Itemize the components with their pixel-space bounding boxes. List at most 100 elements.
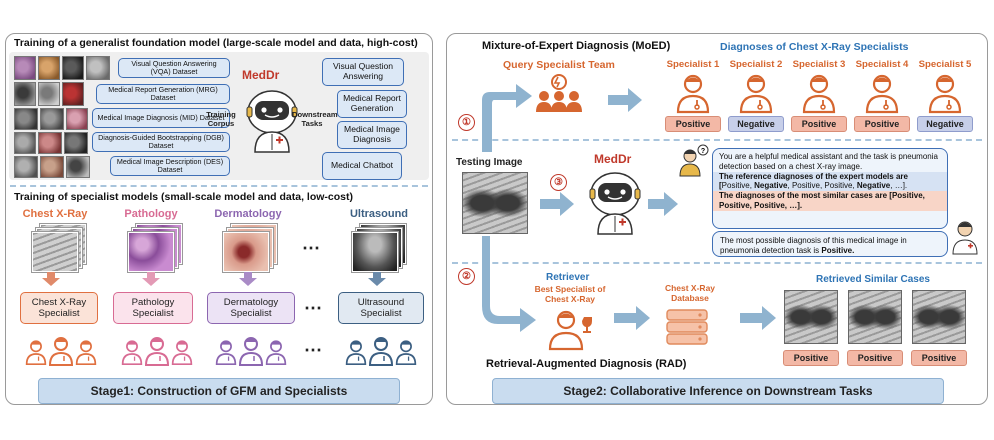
meddr-robot-left-icon [246,90,298,153]
retriever-label: Retriever [546,272,590,283]
retrieved-case-1-image [784,290,838,344]
doctor-group-1-icon [121,337,193,366]
dataset-thumbnail [14,82,36,106]
spec-label-dermatology: Dermatology [214,208,282,220]
dataset-thumbnail [38,132,62,154]
svg-text:?: ? [701,148,705,155]
specialist-1-result: Positive [665,116,721,132]
dataset-thumbnail [14,56,36,80]
prompt-expert-list: Positive, Negative, Positive, Positive, … [722,181,895,190]
specialist-3-result: Positive [791,116,847,132]
database-icon [666,309,708,345]
answer-text: The most possible diagnosis of this medi… [720,236,907,255]
right-divider-top [452,139,982,141]
task-vqa: Visual Question Answering [322,58,404,86]
prompt-expert-tail: …]. [894,181,908,191]
right-divider-bottom [452,262,982,264]
specialist-4-label: Specialist 4 [855,59,909,70]
dataset-dgb: Diagnosis-Guided Bootstrapping (DGB) Dat… [92,132,230,152]
retrieved-case-3-image [912,290,966,344]
specialist-4-result: Positive [854,116,910,132]
dataset-thumbnail [66,156,90,178]
left-divider [10,185,428,187]
dataset-thumbnail [14,132,36,154]
step-3-marker: ③ [550,174,567,191]
diagnoses-title: Diagnoses of Chest X-Ray Specialists [720,41,909,53]
chest-image-card [32,232,78,272]
prompt-expert-item: Negative [856,181,891,191]
answer-bubble: The most possible diagnosis of this medi… [712,231,948,257]
retrieved-case-2-result: Positive [847,350,903,366]
step-1-marker: ① [458,114,475,131]
prompt-expert-separator: , [787,181,792,191]
ultrasound-image-card [352,232,398,272]
prompt-expert-item: Positive [721,181,750,191]
task-mrg: Medical Report Generation [337,90,407,118]
prompt-bubble: You are a helpful medical assistant and … [712,148,948,229]
specialist-2-label: Specialist 2 [729,59,783,70]
dataset-thumbnail [40,108,64,130]
dataset-thumbnail [14,156,38,178]
moed-title: Mixture-of-Expert Diagnosis (MoED) [482,40,671,52]
doctor-answer-icon [952,221,978,255]
dataset-thumbnail [64,132,88,154]
testing-image-label: Testing Image [456,157,523,168]
specialist-1-icon [676,74,710,114]
spec-label-chest: Chest X-Ray [22,208,88,220]
specialist-team-icon [536,74,582,112]
ultrasound-specialist-box: Ultrasound Specialist [338,292,424,324]
stage2-label: Stage2: Collaborative Inference on Downs… [492,378,944,404]
prompt-expert-item: Positive [824,181,853,191]
prompt-similar-lead: The diagnoses of the most similar cases … [719,191,888,200]
step-2-marker: ② [458,268,475,285]
dermatology-image-card [223,232,269,272]
specialist-1-label: Specialist 1 [666,59,720,70]
best-specialist-label: Best Specialist of Chest X-Ray [534,284,606,304]
prompt-expert-line: The reference diagnoses of the expert mo… [713,171,947,191]
task-mid: Medical Image Diagnosis [337,121,407,149]
prompt-similar-list: [Positive, Positive, Positive, …]. [719,191,925,210]
spec-label-pathology: Pathology [124,208,178,220]
dataset-thumbnail [38,82,60,106]
specialist-2-icon [739,74,773,114]
meddr-title-left: MedDr [242,68,280,82]
prompt-expert-separator: , [819,181,825,191]
retrieved-case-1-result: Positive [783,350,839,366]
prompt-expert-separator: , [749,181,755,191]
dataset-thumbnail [66,108,88,130]
ellipsis-doctors: ⋯ [304,340,322,360]
downstream-tasks-label: Downstream Tasks [292,110,338,129]
database-label: Chest X-Ray Database [664,283,716,303]
chest-xray-specialist-box: Chest X-Ray Specialist [20,292,98,324]
pathology-image-card [128,232,174,272]
specialist-3-label: Specialist 3 [792,59,846,70]
dataset-thumbnail [86,56,110,80]
dataset-mrg: Medical Report Generation (MRG) Dataset [96,84,230,104]
prompt-expert-item: Negative [754,181,788,191]
spec-label-ultrasound: Ultrasound [349,208,409,220]
specialist-5-label: Specialist 5 [918,59,972,70]
task-chatbot: Medical Chatbot [322,152,402,180]
best-specialist-icon [548,310,592,351]
answer-value: Positive [821,245,853,255]
dataset-thumbnail [38,56,60,80]
training-corpus-label: Training Corpus [206,110,236,129]
specialist-5-icon [928,74,962,114]
dataset-des: Medical Image Description (DES) Dataset [110,156,230,176]
testing-image [462,172,528,234]
dataset-mid: Medical Image Diagnosis (MID) Dataset [92,108,230,128]
prompt-expert-separator: , [890,181,895,191]
prompt-similar-line: The diagnoses of the most similar cases … [713,191,947,211]
retrieved-case-2-image [848,290,902,344]
stage1-label: Stage1: Construction of GFM and Speciali… [38,378,400,404]
specialist-3-icon [802,74,836,114]
specialist-2-result: Negative [728,116,784,132]
prompt-expert-lead: The reference diagnoses of the expert mo… [719,171,908,191]
dermatology-specialist-box: Dermatology Specialist [207,292,295,324]
pathology-specialist-box: Pathology Specialist [113,292,193,324]
prompt-expert-item: Positive [791,181,820,191]
query-team-label: Query Specialist Team [503,59,615,71]
dataset-vqa: Visual Question Answering (VQA) Dataset [118,58,230,78]
